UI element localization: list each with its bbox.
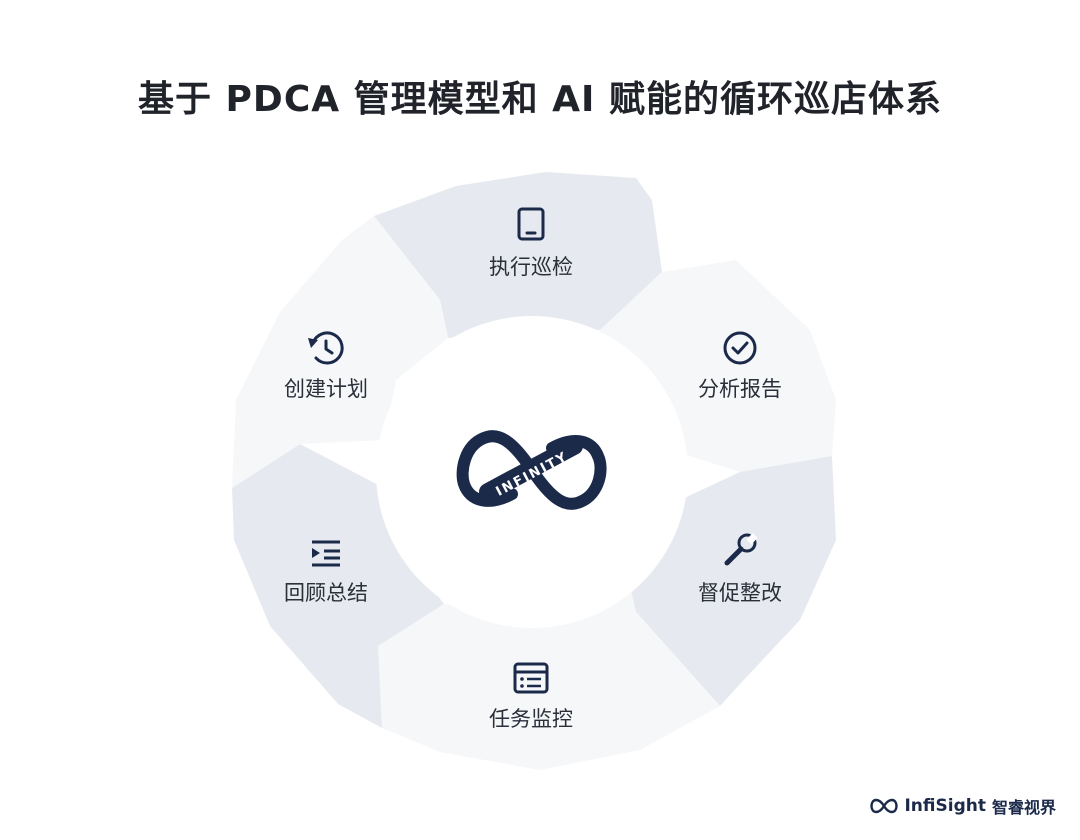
- brand-infinity-icon: [870, 798, 899, 814]
- segment-report[interactable]: 分析报告: [698, 331, 782, 401]
- segment-label-inspection: 执行巡检: [489, 255, 573, 279]
- playlist-icon: [312, 540, 340, 567]
- history-icon: [308, 331, 344, 365]
- segment-label-rectify: 督促整改: [698, 581, 782, 605]
- wrench-icon: [724, 533, 758, 566]
- segment-label-monitor: 任务监控: [489, 707, 573, 731]
- segment-label-plan: 创建计划: [284, 377, 368, 401]
- segment-shape-monitor: [378, 562, 720, 770]
- segment-rectify[interactable]: 督促整改: [698, 533, 782, 605]
- brand-logo: InfiSight 智睿视界: [870, 794, 1056, 818]
- segment-plan[interactable]: 创建计划: [284, 331, 368, 401]
- page-title: 基于 PDCA 管理模型和 AI 赋能的循环巡店体系: [138, 79, 942, 120]
- list-window-icon: [513, 662, 549, 694]
- segment-inspection[interactable]: 执行巡检: [489, 207, 573, 279]
- tablet-icon: [517, 207, 545, 241]
- segment-review[interactable]: 回顾总结: [284, 540, 368, 605]
- segment-label-review: 回顾总结: [284, 581, 368, 605]
- segment-shape-review: [232, 444, 444, 728]
- check-circle-icon: [723, 331, 757, 365]
- segment-shape-inspection: [374, 172, 662, 338]
- segment-label-report: 分析报告: [698, 377, 782, 401]
- segment-monitor[interactable]: 任务监控: [489, 662, 573, 731]
- segment-shape-plan: [232, 216, 448, 488]
- brand-name: InfiSight: [904, 796, 986, 816]
- brand-cn-name: 智睿视界: [991, 798, 1056, 817]
